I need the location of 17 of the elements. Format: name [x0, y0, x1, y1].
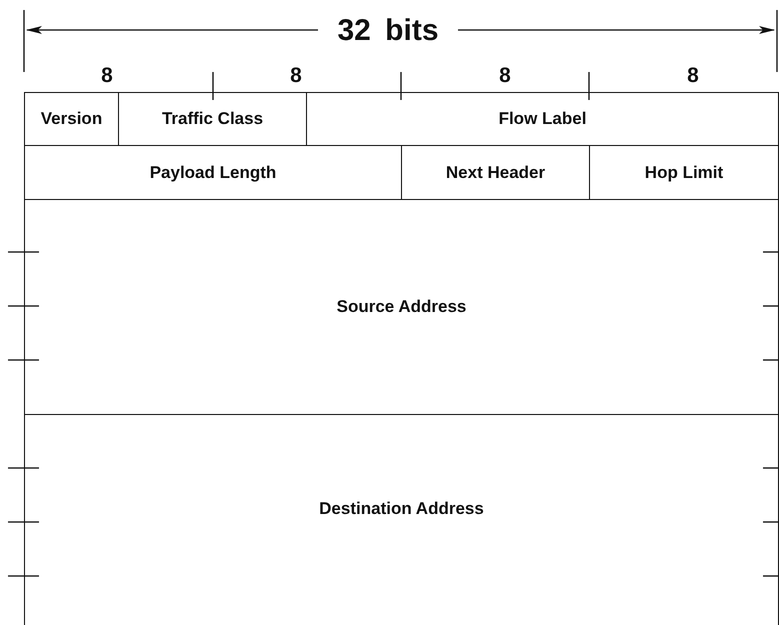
bit-width-label: 8 [101, 64, 113, 88]
field-name: Traffic Class [162, 109, 264, 129]
field-name: Hop Limit [644, 162, 724, 182]
header-field [24, 92, 119, 146]
field-name: Version [40, 109, 102, 129]
field-name: Destination Address [319, 499, 484, 519]
bit-width-label: 8 [687, 64, 699, 88]
field-name: Payload Length [150, 162, 276, 182]
header-field [306, 92, 779, 146]
field-name: Source Address [336, 297, 466, 317]
bit-width-label: 8 [290, 64, 302, 88]
header-field [24, 199, 779, 415]
field-name: Next Header [446, 162, 546, 182]
bit-width-label: 8 [499, 64, 511, 88]
field-name: Flow Label [498, 109, 586, 129]
dimension-label: 32 bits [337, 14, 439, 48]
header-field [24, 414, 779, 625]
